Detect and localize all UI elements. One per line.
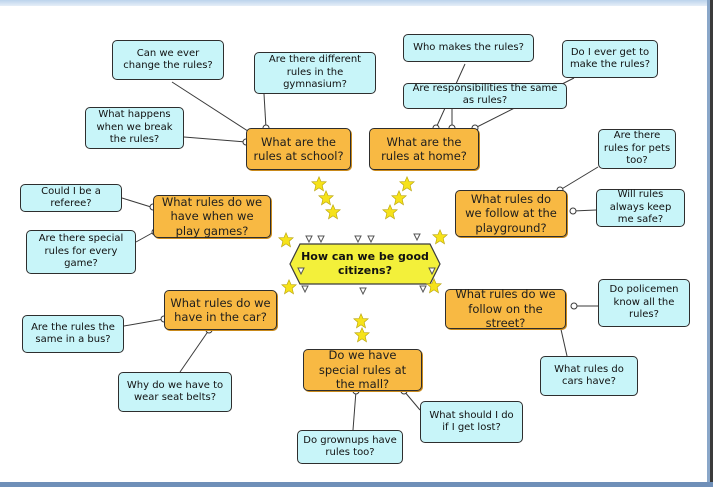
- connector-bus: [123, 318, 165, 327]
- connector-referee: [121, 197, 152, 208]
- star-icon: [354, 327, 370, 343]
- topic-play[interactable]: What rules do we have when we play games…: [153, 195, 271, 238]
- star-icon: [382, 204, 398, 220]
- connector-cars: [559, 324, 568, 357]
- question-seat-belts[interactable]: Why do we have to wear seat belts?: [118, 372, 232, 412]
- star-icon: [399, 176, 415, 192]
- question-responsibilities[interactable]: Are responsibilities the same as rules?: [403, 83, 567, 109]
- triangle-arrow-icon: [367, 235, 375, 244]
- triangle-arrow-icon: [317, 235, 325, 244]
- star-icon: [391, 190, 407, 206]
- connector-safe: [572, 209, 597, 212]
- topic-school[interactable]: What are the rules at school?: [246, 128, 351, 170]
- question-who-makes[interactable]: Who makes the rules?: [403, 34, 534, 62]
- star-icon: [432, 229, 448, 245]
- star-icon: [311, 176, 327, 192]
- question-pets[interactable]: Are there rules for pets too?: [598, 129, 676, 169]
- question-lost[interactable]: What should I do if I get lost?: [420, 401, 523, 443]
- topic-street[interactable]: What rules do we follow on the street?: [445, 287, 566, 330]
- connector-grownups: [352, 390, 357, 431]
- question-referee[interactable]: Could I be a referee?: [20, 184, 122, 212]
- window-right-edge: [707, 0, 710, 487]
- connector-dot-icon: [570, 302, 578, 310]
- question-safe[interactable]: Will rules always keep me safe?: [596, 189, 685, 227]
- triangle-arrow-icon: [301, 285, 309, 294]
- triangle-arrow-icon: [428, 267, 436, 276]
- connector-dot-icon: [569, 207, 577, 215]
- question-change-rules[interactable]: Can we ever change the rules?: [112, 40, 224, 80]
- question-gymnasium[interactable]: Are there different rules in the gymnasi…: [254, 52, 376, 94]
- star-icon: [278, 232, 294, 248]
- question-bus[interactable]: Are the rules the same in a bus?: [22, 315, 124, 353]
- star-icon: [281, 279, 297, 295]
- question-grownups[interactable]: Do grownups have rules too?: [297, 430, 403, 464]
- topic-car[interactable]: What rules do we have in the car?: [164, 290, 277, 330]
- center-node-label: How can we be good citizens?: [301, 249, 429, 277]
- question-policemen[interactable]: Do policemen know all the rules?: [598, 279, 690, 327]
- star-icon: [318, 190, 334, 206]
- triangle-arrow-icon: [305, 235, 313, 244]
- connector-every-game: [135, 231, 155, 243]
- question-every-game[interactable]: Are there special rules for every game?: [26, 230, 136, 274]
- triangle-arrow-icon: [413, 233, 421, 242]
- topic-playground[interactable]: What rules do we follow at the playgroun…: [455, 190, 567, 237]
- question-cars[interactable]: What rules do cars have?: [540, 356, 638, 396]
- topic-home[interactable]: What are the rules at home?: [369, 128, 479, 170]
- window-bottom-edge: [0, 482, 713, 487]
- connector-gymnasium: [263, 93, 267, 129]
- triangle-arrow-icon: [354, 235, 362, 244]
- triangle-arrow-icon: [359, 287, 367, 296]
- question-break-rules[interactable]: What happens when we break the rules?: [85, 107, 184, 149]
- connector-lost: [403, 390, 421, 411]
- connector-change-rules: [171, 81, 255, 136]
- topic-mall[interactable]: Do we have special rules at the mall?: [303, 348, 422, 391]
- triangle-arrow-icon: [419, 285, 427, 294]
- question-make-rules[interactable]: Do I ever get to make the rules?: [562, 40, 658, 78]
- connector-seat-belts: [179, 329, 210, 373]
- star-icon: [325, 204, 341, 220]
- window-right-border: [710, 0, 713, 487]
- triangle-arrow-icon: [297, 267, 305, 276]
- star-icon: [353, 313, 369, 329]
- connector-break-rules: [183, 136, 247, 143]
- window-top-edge: [0, 0, 713, 6]
- connector-pets: [559, 166, 599, 191]
